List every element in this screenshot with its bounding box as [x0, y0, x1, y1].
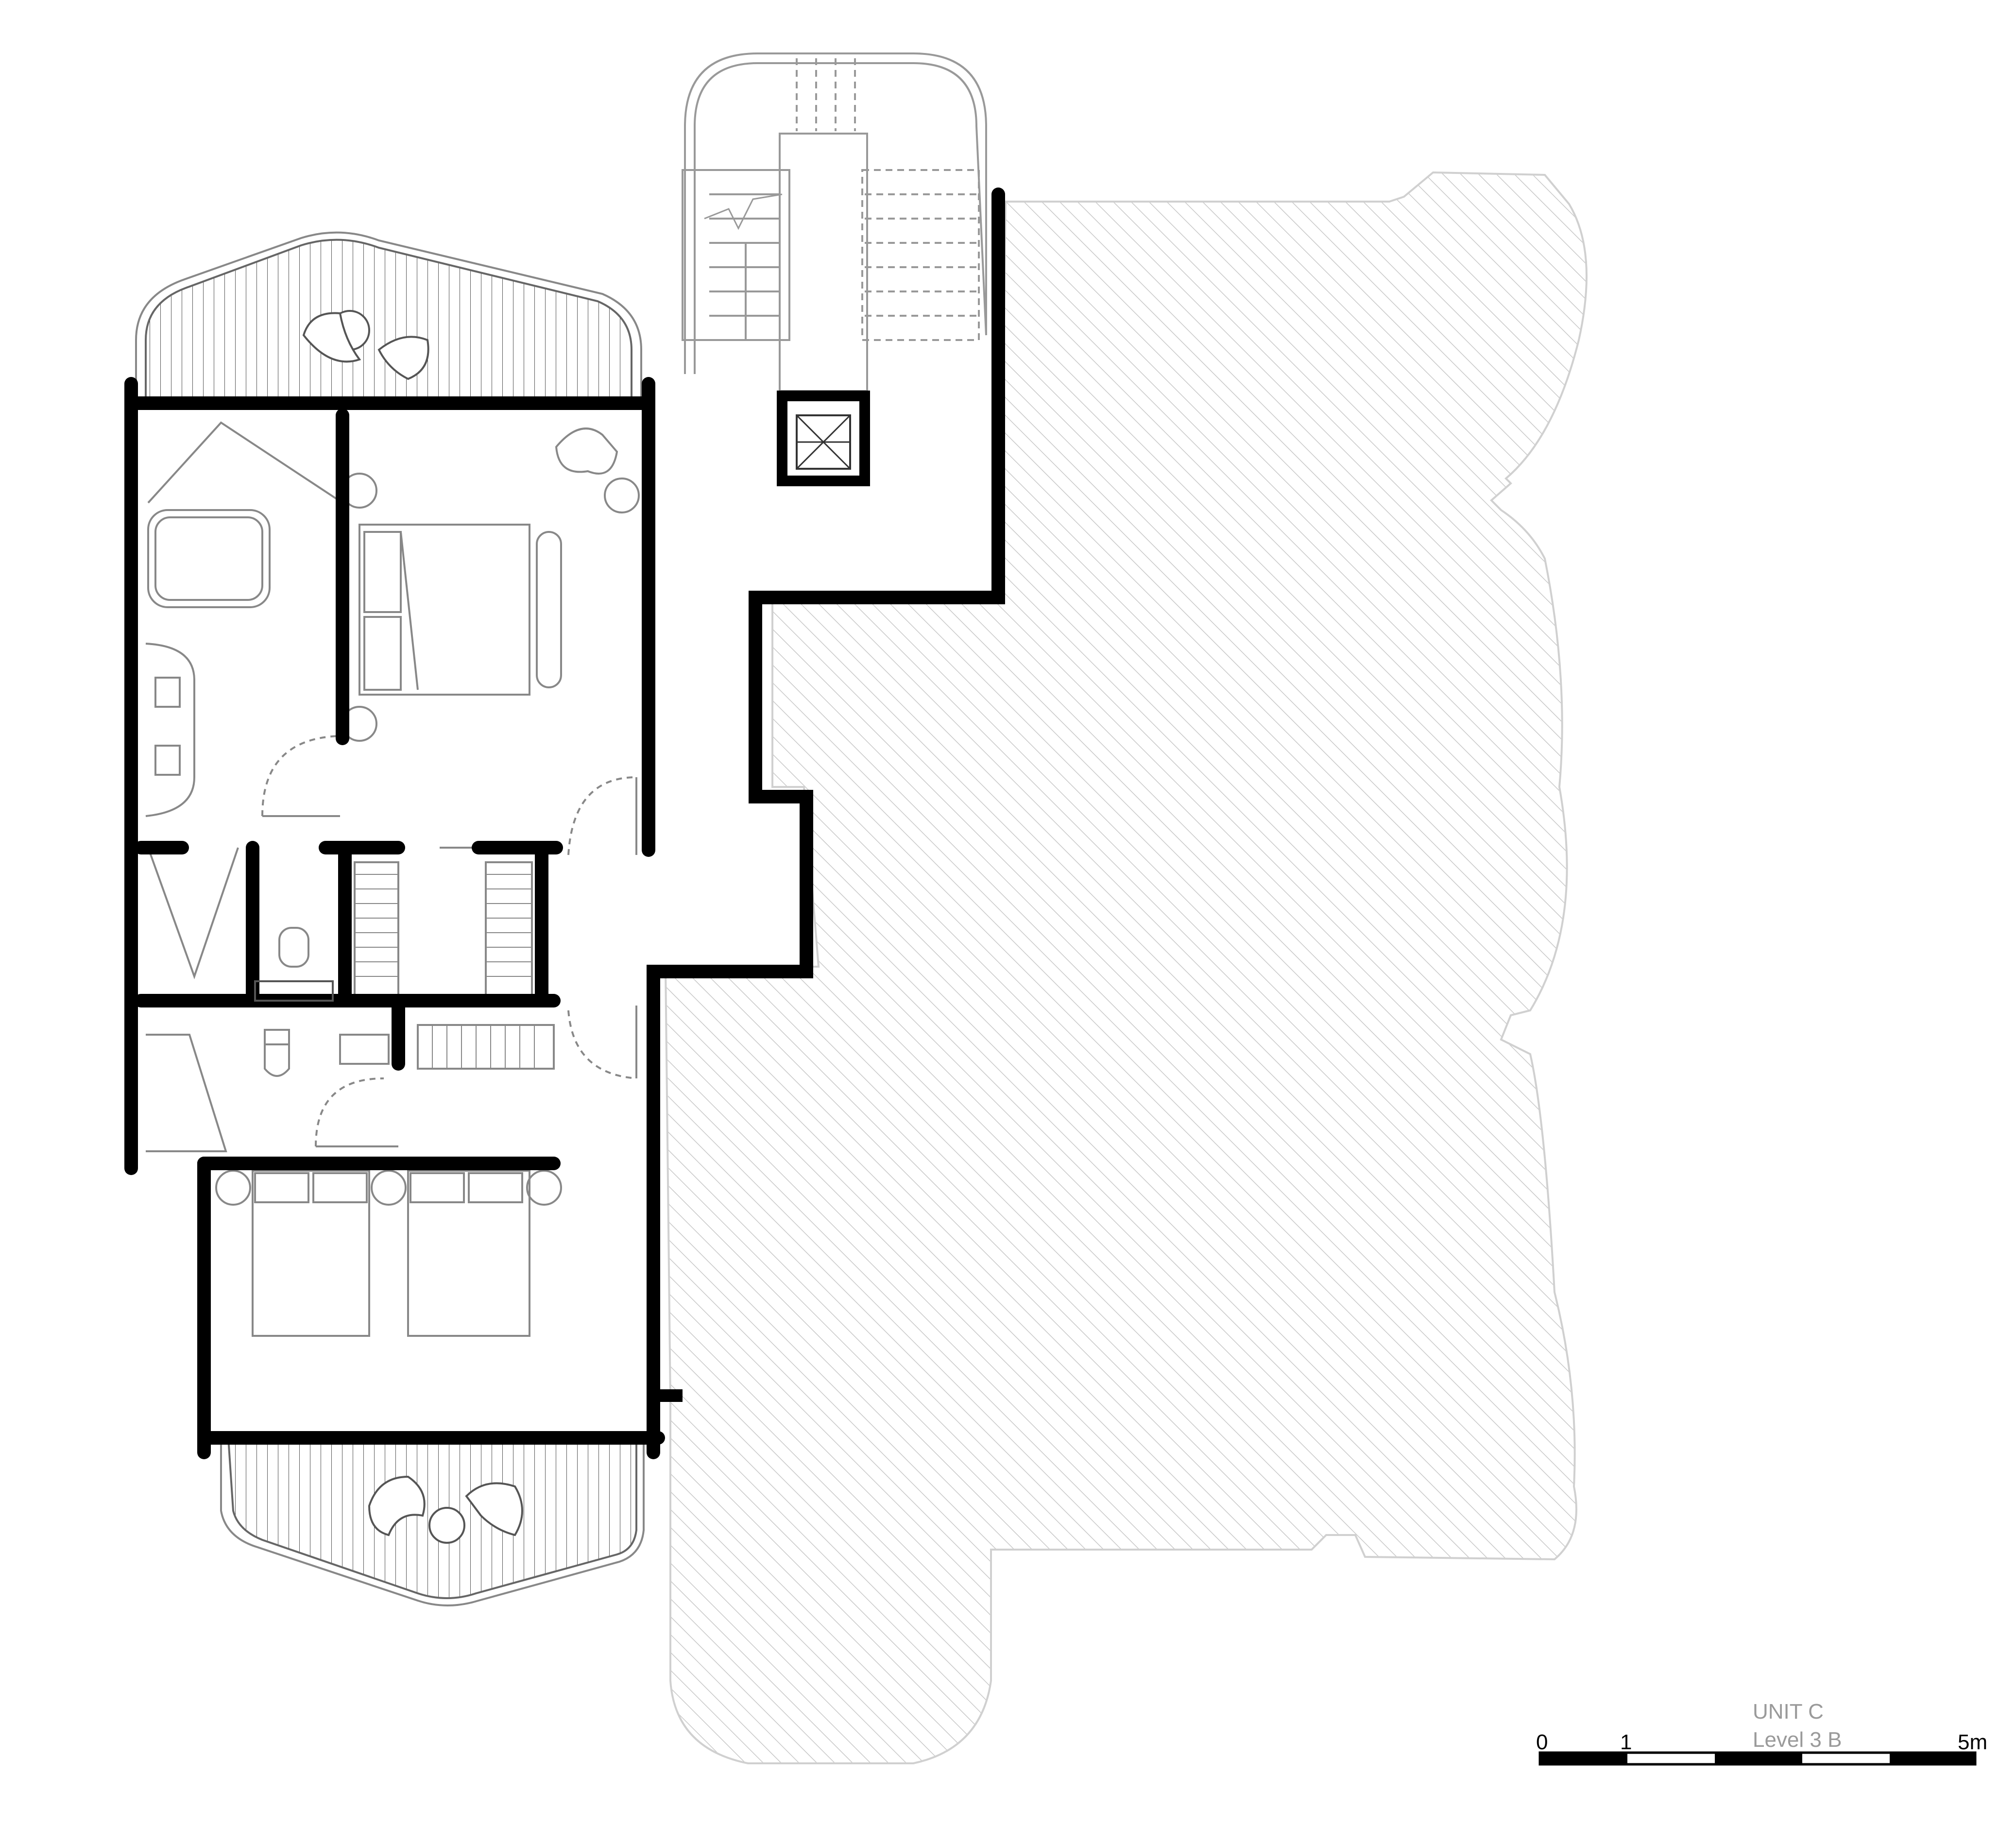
top-balcony — [135, 231, 642, 401]
walls — [124, 188, 1005, 1459]
scale-label-0: 0 — [1536, 1730, 1548, 1754]
unit-name: UNIT C — [1753, 1700, 1824, 1724]
scale-label-5m: 5m — [1958, 1730, 1988, 1754]
stair-core — [682, 52, 987, 392]
level-name: Level 3 B — [1753, 1728, 1842, 1752]
unit-label-block: UNIT C Level 3 B — [1753, 1698, 1842, 1754]
bottom-balcony — [220, 1437, 645, 1606]
interior-fixtures — [145, 421, 640, 1337]
scale-bar — [1538, 1751, 1977, 1766]
adjacent-hatched-area — [664, 171, 1588, 1764]
lift — [777, 391, 870, 486]
scale-label-1: 1 — [1620, 1730, 1632, 1754]
